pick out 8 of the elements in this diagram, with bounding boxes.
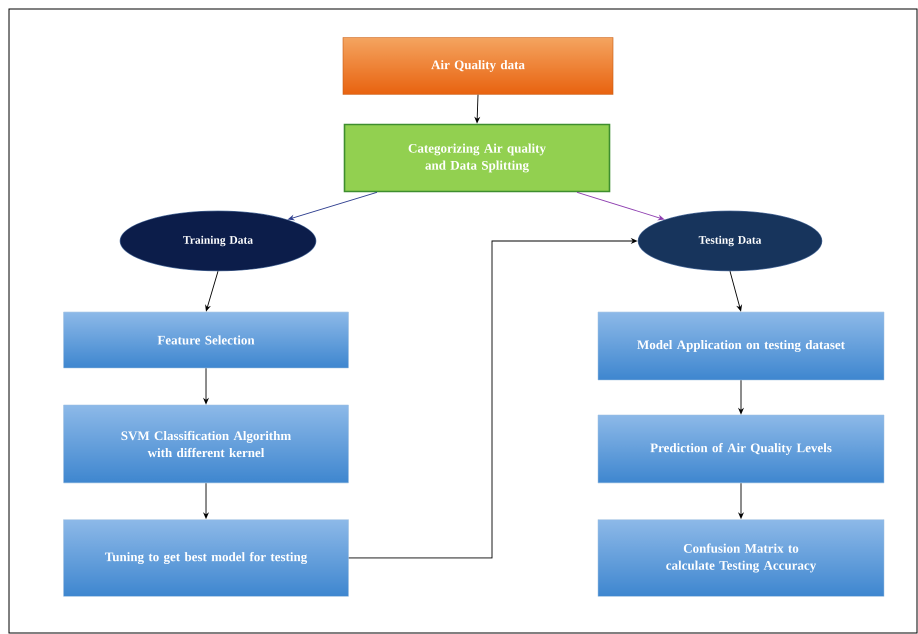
process-box: Categorizing Air quality and Data Splitting	[344, 124, 610, 192]
process-box: Prediction of Air Quality Levels	[598, 414, 884, 484]
process-box: Confusion Matrix to calculate Testing Accuracy	[598, 519, 884, 597]
process-box: Tuning to get best model for testing	[63, 519, 349, 597]
process-box: Feature Selection	[63, 312, 349, 368]
process-box: Air Quality data	[342, 37, 614, 95]
process-box: Model Application on testing dataset	[598, 312, 884, 380]
process-box: SVM Classification Algorithm with different kernel	[63, 404, 349, 484]
